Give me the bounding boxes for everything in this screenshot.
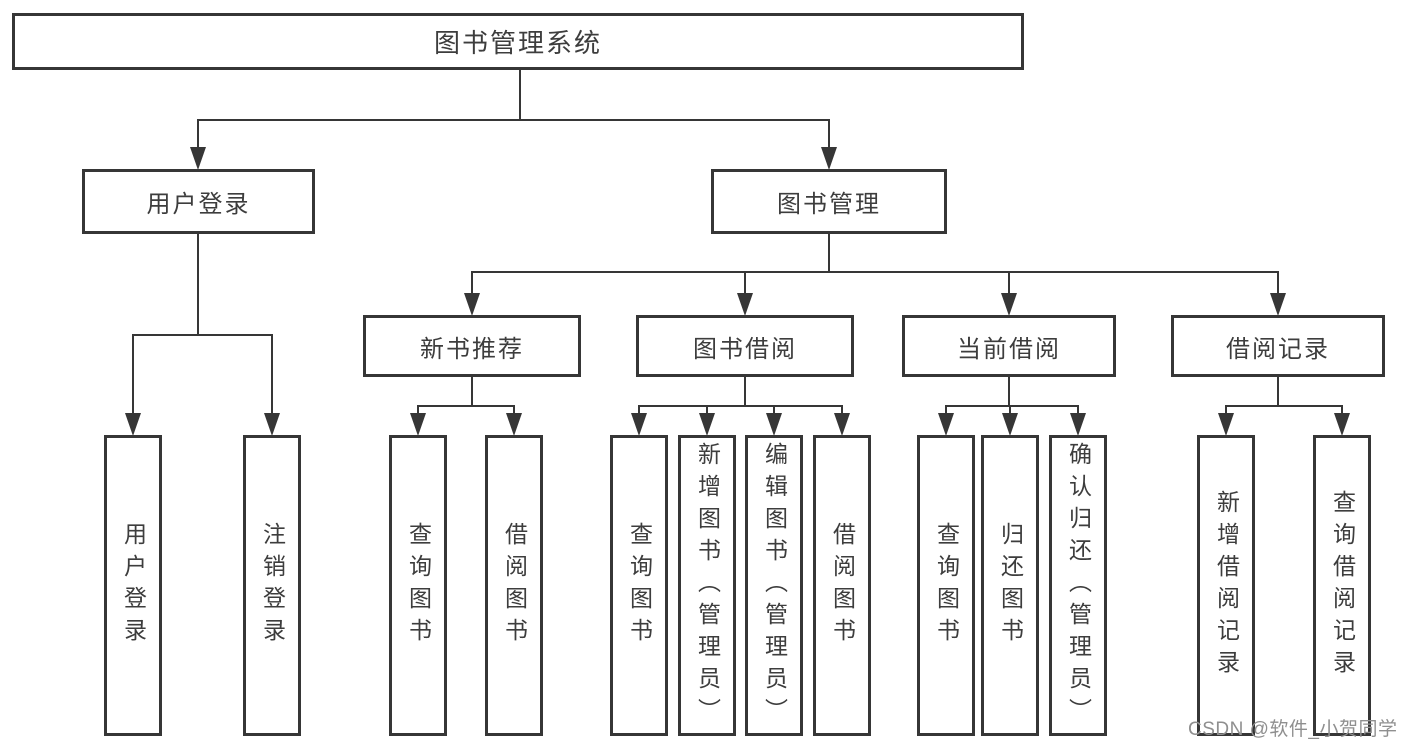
node-current-borrowing: 当前借阅 — [902, 315, 1116, 377]
node-book-borrowing-label: 图书借阅 — [693, 335, 797, 363]
leaf-logout: 注销登录 — [243, 435, 301, 736]
arrowhead-icons — [125, 147, 1350, 436]
leaf-borrow-books-label: 借阅图书 — [829, 521, 856, 650]
leaf-confirm-return-admin: 确认归还（管理员） — [1049, 435, 1107, 736]
leaf-add-book-admin: 新增图书（管理员） — [678, 435, 736, 736]
node-book-management: 图书管理 — [711, 169, 947, 234]
node-book-management-label: 图书管理 — [777, 191, 881, 218]
node-user-login-label: 用户登录 — [146, 191, 251, 218]
node-library-management-system-label: 图书管理系统 — [433, 28, 602, 58]
node-borrowing-records-label: 借阅记录 — [1226, 335, 1330, 363]
node-current-borrowing-label: 当前借阅 — [957, 335, 1061, 363]
leaf-edit-book-admin: 编辑图书（管理员） — [745, 435, 803, 736]
leaf-return-books: 归还图书 — [981, 435, 1039, 736]
leaf-query-books-borrow: 查询图书 — [610, 435, 668, 736]
leaf-borrow-books-recommend-label: 借阅图书 — [501, 521, 528, 650]
leaf-add-borrow-record: 新增借阅记录 — [1197, 435, 1255, 736]
leaf-logout-label: 注销登录 — [259, 521, 286, 650]
leaf-query-books-borrow-label: 查询图书 — [626, 521, 653, 650]
node-user-login: 用户登录 — [82, 169, 315, 234]
leaf-user-login: 用户登录 — [104, 435, 162, 736]
leaf-query-books-recommend-label: 查询图书 — [405, 521, 432, 650]
node-library-management-system: 图书管理系统 — [12, 13, 1024, 70]
node-book-borrowing: 图书借阅 — [636, 315, 854, 377]
leaf-confirm-return-admin-label: 确认归还（管理员） — [1065, 441, 1092, 730]
leaf-query-borrow-record: 查询借阅记录 — [1313, 435, 1371, 736]
leaf-borrow-books: 借阅图书 — [813, 435, 871, 736]
leaf-query-books-current: 查询图书 — [917, 435, 975, 736]
leaf-user-login-label: 用户登录 — [120, 521, 147, 650]
node-new-book-recommendation: 新书推荐 — [363, 315, 581, 377]
leaf-query-borrow-record-label: 查询借阅记录 — [1329, 489, 1356, 682]
leaf-edit-book-admin-label: 编辑图书（管理员） — [761, 441, 788, 730]
node-new-book-recommendation-label: 新书推荐 — [420, 335, 524, 363]
leaf-query-books-current-label: 查询图书 — [933, 521, 960, 650]
leaf-query-books-recommend: 查询图书 — [389, 435, 447, 736]
leaf-add-book-admin-label: 新增图书（管理员） — [694, 441, 721, 730]
leaf-return-books-label: 归还图书 — [997, 521, 1024, 650]
watermark: CSDN @软件_小贺同学 — [1188, 719, 1398, 740]
leaf-borrow-books-recommend: 借阅图书 — [485, 435, 543, 736]
leaf-add-borrow-record-label: 新增借阅记录 — [1213, 489, 1240, 682]
node-borrowing-records: 借阅记录 — [1171, 315, 1385, 377]
